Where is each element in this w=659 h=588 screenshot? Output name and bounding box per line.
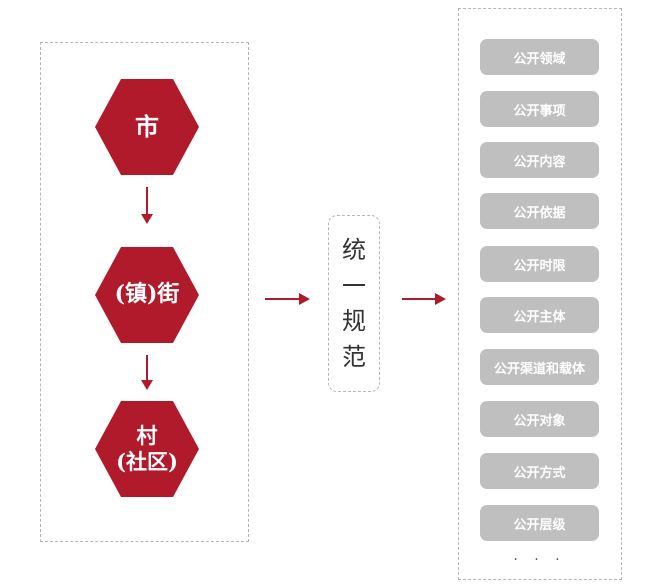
- town-label: (镇)街: [114, 281, 180, 308]
- item-disclosure-time-limit: 公开时限: [480, 246, 599, 282]
- item-disclosure-content: 公开内容: [480, 142, 599, 178]
- item-disclosure-level: 公开层级: [480, 505, 599, 541]
- item-disclosure-method: 公开方式: [480, 453, 599, 489]
- items-panel: [458, 8, 622, 580]
- unify-char: 统: [342, 235, 366, 264]
- community-label: (社区): [116, 449, 178, 474]
- right-arrow-icon: [265, 293, 310, 305]
- unify-char: 一: [342, 271, 366, 300]
- city-label: 市: [135, 112, 159, 141]
- down-arrow-icon: [141, 355, 153, 390]
- right-arrow-icon: [402, 293, 446, 305]
- unify-standardize-box: 统 一 规 范: [328, 215, 380, 392]
- item-disclosure-matter: 公开事项: [480, 91, 599, 127]
- item-disclosure-channel: 公开渠道和载体: [480, 349, 599, 385]
- hierarchy-panel: [40, 42, 249, 542]
- down-arrow-icon: [141, 187, 153, 224]
- more-ellipsis: · · ·: [513, 552, 566, 568]
- item-disclosure-subject: 公开主体: [480, 297, 599, 333]
- item-disclosure-field: 公开领域: [480, 39, 599, 75]
- unify-char: 范: [342, 343, 366, 372]
- item-disclosure-basis: 公开依据: [480, 193, 599, 229]
- unify-char: 规: [342, 307, 366, 336]
- item-disclosure-audience: 公开对象: [480, 401, 599, 437]
- village-label: 村: [136, 422, 158, 448]
